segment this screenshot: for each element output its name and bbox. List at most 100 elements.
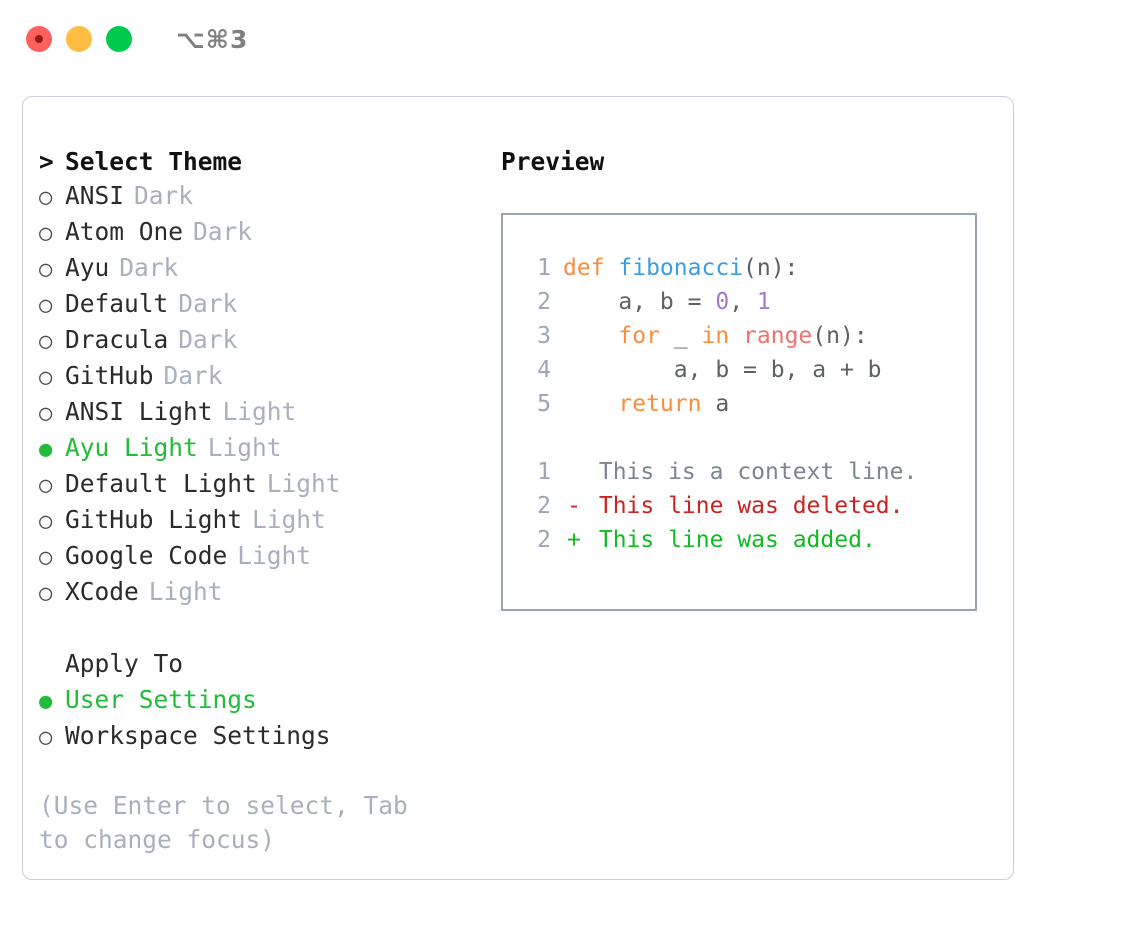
diff-preview: 1 This is a context line.2- This line wa… <box>517 455 975 557</box>
radio-unselected-icon: ○ <box>39 293 53 318</box>
radio-unselected-icon: ○ <box>39 545 53 570</box>
theme-variant-badge: Light <box>266 469 341 498</box>
theme-name-label: Dracula <box>65 325 169 354</box>
code-token-function: fibonacci <box>618 255 744 281</box>
code-token-number: 1 <box>756 289 771 315</box>
diff-line-text: This line was deleted. <box>585 493 904 519</box>
select-theme-heading: > Select Theme <box>39 145 489 179</box>
diff-line-text: This is a context line. <box>585 459 918 485</box>
code-token-keyword: for <box>618 323 660 349</box>
radio-unselected-icon: ○ <box>39 221 53 246</box>
theme-name-label: Google Code <box>65 541 228 570</box>
code-token-plain <box>563 323 618 349</box>
theme-variant-badge: Dark <box>178 325 238 354</box>
caret-icon: > <box>39 147 54 176</box>
apply-to-option[interactable]: ●User Settings <box>39 683 489 719</box>
theme-name-label: Atom One <box>65 217 184 246</box>
close-window-button[interactable] <box>26 26 52 52</box>
code-line: 3 for _ in range(n): <box>517 319 975 353</box>
code-token-plain: (n): <box>743 255 799 281</box>
theme-list-item[interactable]: ○ Default Dark <box>39 287 489 323</box>
theme-variant-badge: Dark <box>178 289 238 318</box>
theme-name-label: ANSI <box>65 181 125 210</box>
radio-unselected-icon: ○ <box>39 581 53 606</box>
apply-to-heading: Apply To <box>39 647 489 683</box>
diff-line-number: 2 <box>537 527 551 553</box>
apply-to-marker-placeholder <box>39 649 65 683</box>
radio-unselected-icon: ○ <box>39 365 53 390</box>
code-diff-separator <box>517 421 975 455</box>
apply-to-heading-label: Apply To <box>65 649 184 678</box>
code-line-content: a, b = b, a + b <box>563 353 882 387</box>
diff-line: 2- This line was deleted. <box>517 489 975 523</box>
code-line: 2 a, b = 0, 1 <box>517 285 975 319</box>
theme-list-item[interactable]: ○ Dracula Dark <box>39 323 489 359</box>
theme-list-item[interactable]: ○ Atom One Dark <box>39 215 489 251</box>
radio-unselected-icon: ○ <box>39 401 53 426</box>
theme-name-label: XCode <box>65 577 139 606</box>
code-token-plain: a, b = b, a + b <box>563 357 882 383</box>
theme-name-label: ANSI Light <box>65 397 213 426</box>
theme-variant-badge: Dark <box>119 253 179 282</box>
maximize-window-button[interactable] <box>106 26 132 52</box>
code-token-keyword: in <box>701 323 730 349</box>
code-token-plain: _ <box>659 323 702 349</box>
theme-name-label: GitHub Light <box>65 505 243 534</box>
select-theme-heading-label: Select Theme <box>65 147 243 176</box>
theme-list-item[interactable]: ○ XCode Light <box>39 575 489 611</box>
help-hint-text: (Use Enter to select, Tab to change focu… <box>39 791 408 854</box>
diff-marker-context <box>563 455 585 489</box>
code-token-plain: a, b = <box>563 289 716 315</box>
code-token-keyword: def <box>563 255 619 281</box>
code-line-number: 1 <box>537 255 551 281</box>
theme-name-label: Default <box>65 289 169 318</box>
preview-title: Preview <box>501 147 605 176</box>
code-token-number: 0 <box>715 289 730 315</box>
diff-line-number: 2 <box>537 493 551 519</box>
traffic-light-buttons <box>26 26 132 52</box>
keyboard-shortcut-label: ⌥⌘3 <box>176 24 249 54</box>
code-token-plain: , <box>729 289 757 315</box>
apply-to-option[interactable]: ○ Workspace Settings <box>39 719 489 755</box>
code-token-plain: a <box>701 391 730 417</box>
radio-unselected-icon: ○ <box>39 725 53 750</box>
theme-list-item[interactable]: ○ GitHub Dark <box>39 359 489 395</box>
section-spacer <box>39 611 489 647</box>
code-line-number: 3 <box>537 323 551 349</box>
diff-line-text: This line was added. <box>585 527 876 553</box>
code-line: 1 def fibonacci(n): <box>517 251 975 285</box>
theme-name-label: GitHub <box>65 361 154 390</box>
code-token-plain <box>563 391 618 417</box>
code-line: 4 a, b = b, a + b <box>517 353 975 387</box>
theme-variant-badge: Dark <box>134 181 194 210</box>
minimize-window-button[interactable] <box>66 26 92 52</box>
code-token-keyword: return <box>618 391 702 417</box>
radio-unselected-icon: ○ <box>39 329 53 354</box>
radio-unselected-icon: ○ <box>39 509 53 534</box>
radio-selected-icon: ● <box>39 437 53 462</box>
theme-name-label: Ayu <box>65 253 110 282</box>
theme-variant-badge: Light <box>148 577 223 606</box>
code-line: 5 return a <box>517 387 975 421</box>
code-line-number: 4 <box>537 357 551 383</box>
apply-to-option-label: Workspace Settings <box>65 721 331 750</box>
radio-unselected-icon: ○ <box>39 473 53 498</box>
code-token-call: range <box>743 323 813 349</box>
theme-variant-badge: Dark <box>163 361 223 390</box>
code-line-content: def fibonacci(n): <box>563 251 798 285</box>
theme-variant-badge: Light <box>207 433 282 462</box>
diff-marker-added: + <box>567 527 581 553</box>
theme-variant-badge: Dark <box>193 217 253 246</box>
